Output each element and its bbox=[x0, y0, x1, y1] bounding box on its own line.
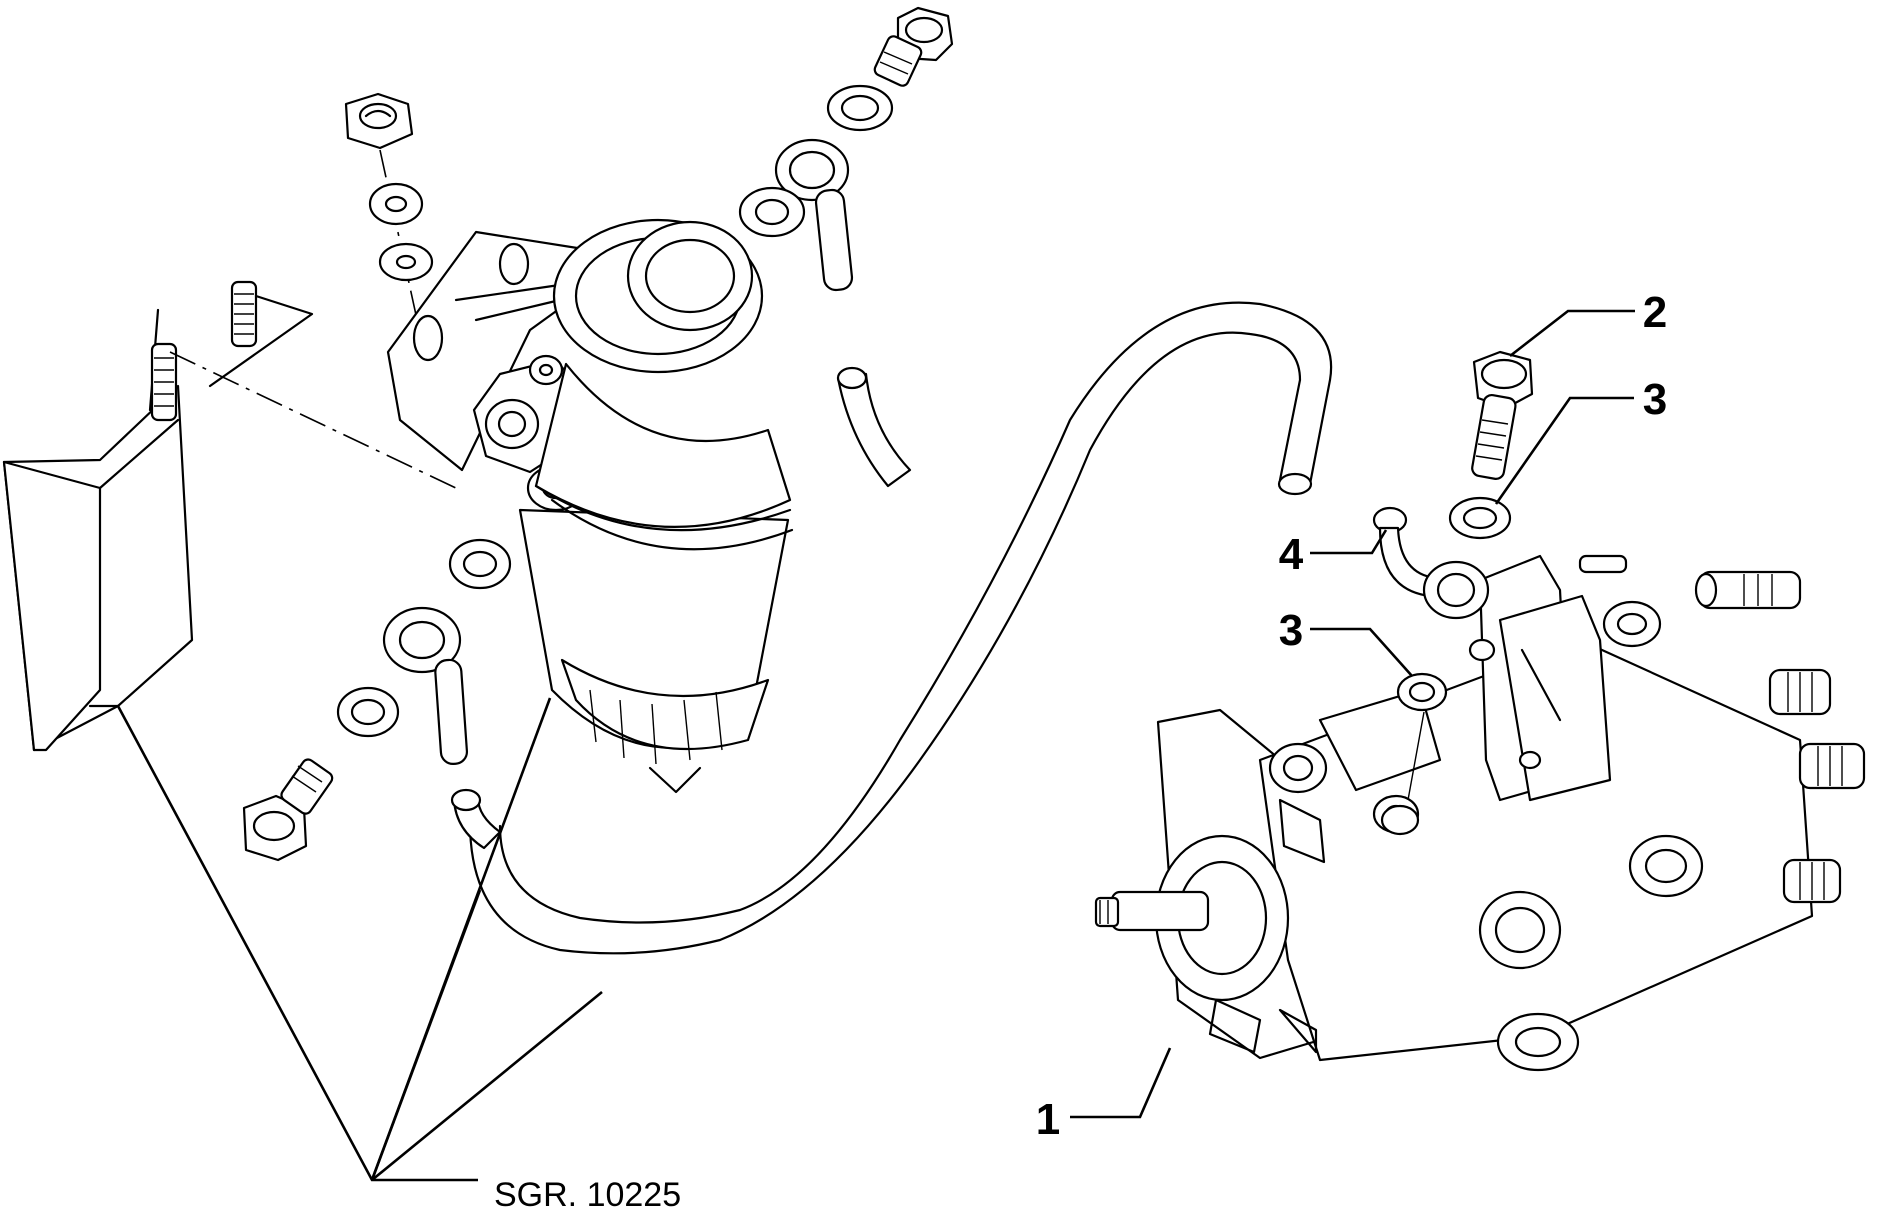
injection-pump bbox=[1094, 554, 1814, 1072]
leader-lines bbox=[116, 309, 1635, 1182]
bracket-stud-lower bbox=[150, 342, 178, 422]
bracket-stud-upper bbox=[208, 280, 314, 388]
fuel-hose bbox=[450, 301, 1333, 955]
washer-seal-bottom bbox=[336, 686, 400, 738]
banjo-fitting-top bbox=[774, 138, 854, 292]
mounting-bracket bbox=[2, 308, 194, 752]
banjo-fitting-lower bbox=[382, 606, 469, 765]
pump-outlet-fittings bbox=[1768, 668, 1866, 904]
sealing-washer-3-top bbox=[1448, 496, 1512, 540]
callout-1: 1 bbox=[1036, 1095, 1060, 1144]
washer-seal-mid bbox=[738, 186, 806, 238]
callout-2: 2 bbox=[1643, 288, 1667, 337]
washer-seal-top bbox=[826, 84, 894, 132]
pump-solenoid bbox=[1578, 554, 1802, 610]
callout-3-top: 3 bbox=[1643, 375, 1667, 424]
assembly-axis-line bbox=[1407, 711, 1425, 801]
nut-hex bbox=[344, 92, 414, 150]
banjo-bolt-top bbox=[873, 6, 954, 87]
return-pipe-4 bbox=[1372, 506, 1490, 620]
filter-head bbox=[386, 230, 604, 472]
assembly-axis-line bbox=[169, 351, 461, 491]
washer-flat bbox=[378, 242, 434, 282]
filter-canister bbox=[518, 218, 794, 794]
hose-stub bbox=[836, 366, 912, 488]
reference-label: SGR. 10225 bbox=[494, 1176, 681, 1207]
washer-seal-lower bbox=[448, 538, 512, 590]
banjo-bolt-2 bbox=[1471, 350, 1534, 480]
banjo-bolt-bottom bbox=[242, 758, 334, 862]
callout-3-mid: 3 bbox=[1279, 606, 1303, 655]
sealing-washer-3-lower bbox=[1396, 672, 1448, 712]
washer-spring bbox=[368, 182, 424, 226]
pump-inlet-port bbox=[1380, 804, 1420, 836]
callout-4: 4 bbox=[1279, 530, 1304, 579]
